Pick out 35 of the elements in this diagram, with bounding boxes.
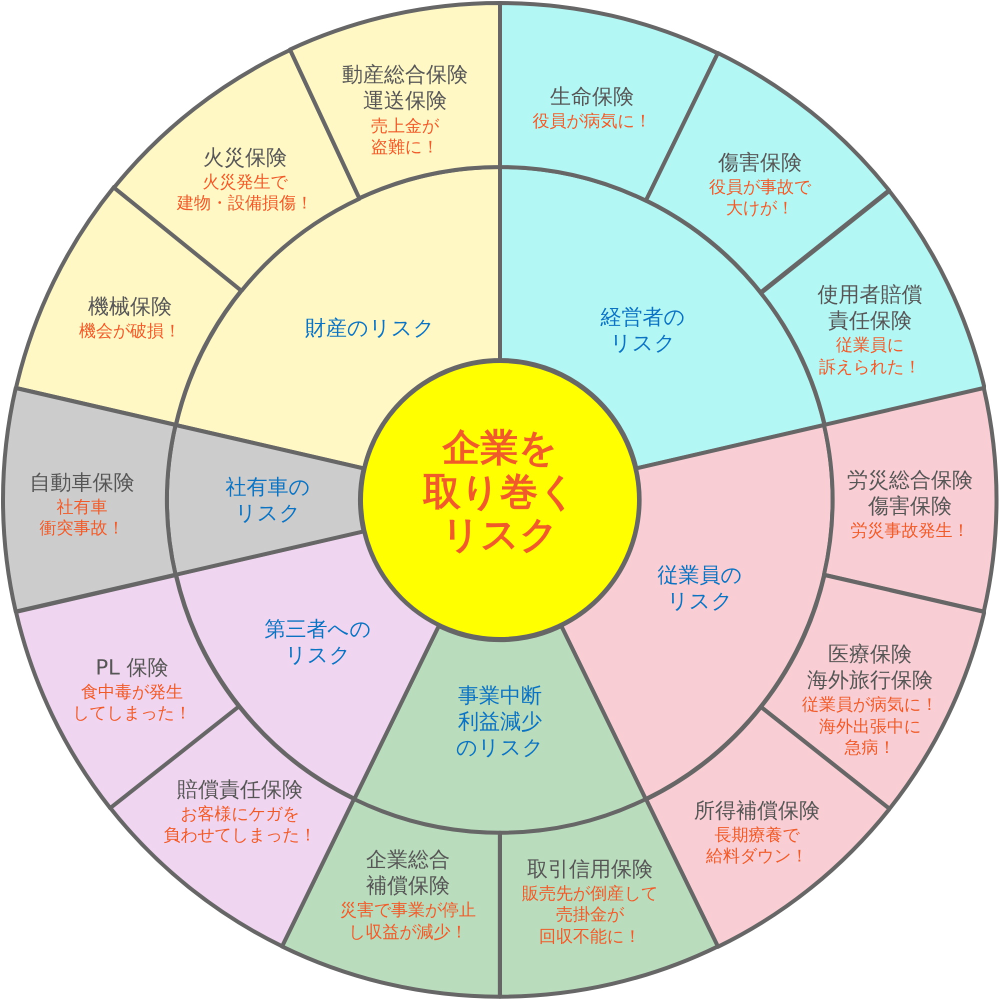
risk-example: 労災事故発生！ [849, 522, 970, 543]
insurance-name: 所得補償保険 [694, 798, 820, 824]
risk-example: 食中毒が発生してしまった！ [72, 682, 192, 726]
risk-category: 社有車のリスク [226, 474, 310, 526]
risk-example: 長期療養で給料ダウン！ [704, 826, 809, 868]
insurance-name: 使用者賠償責任保険 [817, 281, 922, 334]
risk-category: 事業中断利益減少のリスク [456, 682, 544, 762]
insurance-name: PL 保険 [94, 654, 170, 681]
risk-category: 財産のリスク [304, 314, 435, 342]
insurance-name: 賠償責任保険 [176, 776, 304, 803]
risk-example: 火災発生で建物・設備損傷！ [176, 172, 313, 216]
risk-example: 販売先が倒産して売掛金が回収不能に！ [522, 884, 658, 948]
title-text: 企業を取り巻くリスク [423, 426, 577, 558]
risk-category: 経営者のリスク [600, 304, 686, 356]
insurance-name: 医療保険海外旅行保険 [806, 640, 934, 694]
insurance-name: 取引信用保険 [526, 856, 654, 882]
risk-example: 機会が破損！ [78, 321, 181, 343]
risk-example: 従業員が病気に！海外出張中に急病！ [802, 695, 938, 760]
risk-example: 役員が病気に！ [532, 112, 652, 133]
risk-example: 役員が事故で大けが！ [708, 178, 811, 220]
insurance-name: 生命保険 [549, 83, 635, 110]
risk-example: 社有車衝突事故！ [38, 498, 126, 540]
insurance-name: 企業総合補償保険 [364, 846, 451, 899]
risk-example: 災害で事業が停止し収益が減少！ [340, 900, 476, 944]
insurance-name: 傷害保険 [716, 150, 803, 176]
insurance-name: 労災総合保険傷害保険 [846, 467, 973, 520]
insurance-name: 動産総合保険運送保険 [342, 62, 468, 114]
risk-example: 従業員に訴えられた！ [818, 336, 922, 378]
risk-example: お客様にケガを負わせてしまった！ [163, 804, 316, 848]
risk-category: 第三者へのリスク [264, 616, 372, 668]
risk-category: 従業員のリスク [657, 562, 742, 614]
insurance-name: 火災保険 [202, 144, 288, 171]
insurance-name: 機械保険 [86, 293, 173, 320]
risk-example: 売上金が盗難に！ [370, 116, 440, 158]
insurance-name: 自動車保険 [30, 470, 134, 496]
